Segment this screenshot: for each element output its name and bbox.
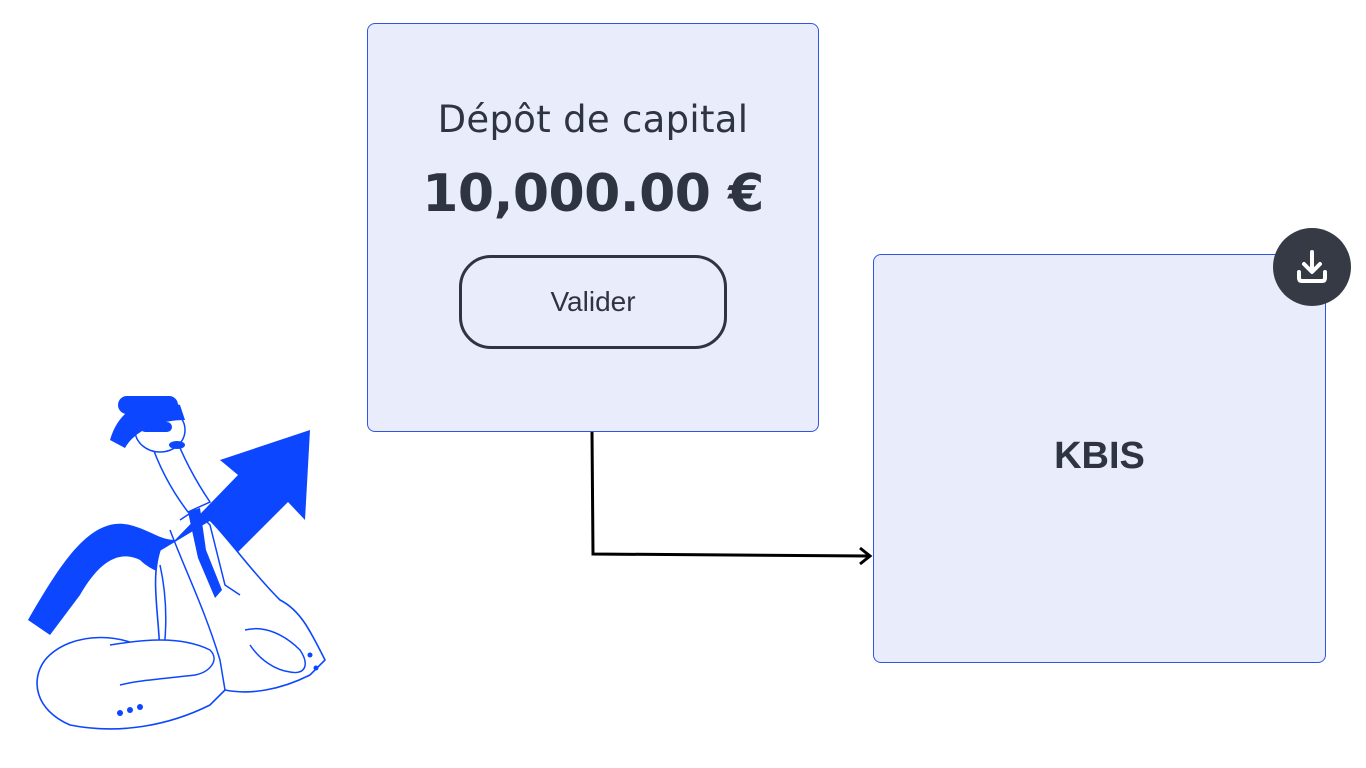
kbis-label: KBIS xyxy=(1054,435,1145,477)
kbis-card[interactable]: KBIS xyxy=(873,254,1326,663)
capital-deposit-title: Dépôt de capital xyxy=(437,98,749,141)
businessman-illustration xyxy=(28,396,326,730)
growth-arrow-icon xyxy=(28,430,310,635)
download-icon xyxy=(1297,250,1327,283)
capital-deposit-card: Dépôt de capital 10,000.00 € Valider xyxy=(367,23,819,432)
validate-button[interactable]: Valider xyxy=(459,255,727,349)
download-button[interactable] xyxy=(1273,228,1351,306)
capital-amount: 10,000.00 € xyxy=(422,164,764,224)
